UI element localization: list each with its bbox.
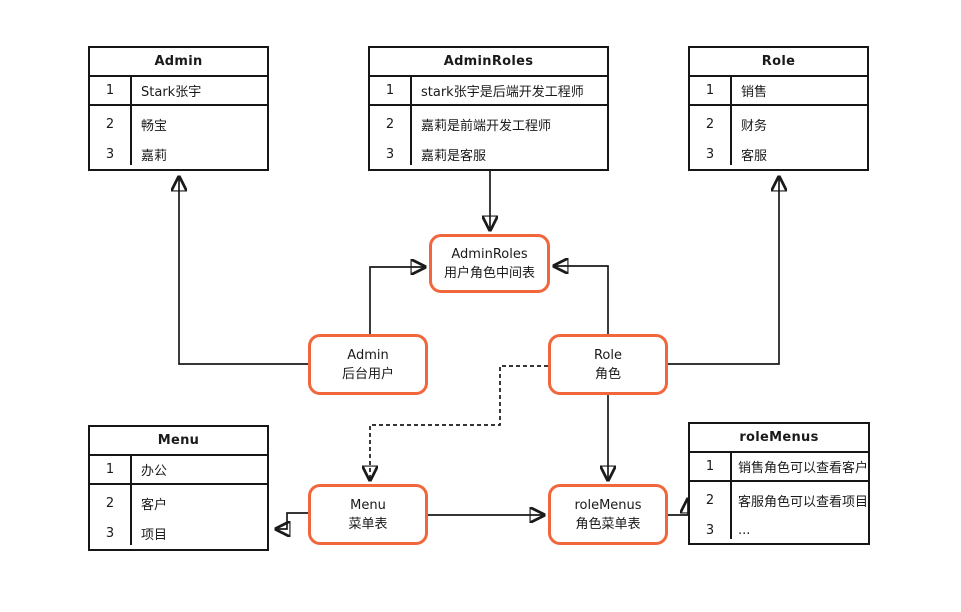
entity-table-admin[interactable]: Admin 1 Stark张宇 2 畅宝 3 嘉莉 (88, 46, 269, 171)
entity-table-rolemenus[interactable]: roleMenus 1 销售角色可以查看客户 2 客服角色可以查看项目 3 ..… (688, 422, 870, 545)
row-value: 嘉莉是前端开发工程师 (421, 118, 552, 134)
table-row: 2 财务 (690, 109, 867, 139)
entity-name: Admin (347, 347, 389, 363)
row-index: 3 (385, 146, 395, 162)
table-title: Admin (90, 48, 267, 77)
table-row: 1 stark张宇是后端开发工程师 (370, 77, 607, 106)
row-value: 嘉莉 (141, 148, 168, 164)
entity-name: Role (593, 347, 622, 363)
entity-table-role[interactable]: Role 1 销售 2 财务 3 客服 (688, 46, 869, 171)
entity-node-rolemenus[interactable]: roleMenus 角色菜单表 (548, 484, 668, 545)
entity-label: 角色菜单表 (575, 516, 641, 532)
row-value: 客服 (741, 148, 768, 164)
row-index: 2 (385, 116, 395, 132)
entity-label: 角色 (594, 366, 621, 382)
row-value: 客服角色可以查看项目 (738, 494, 869, 510)
row-index: 1 (705, 459, 715, 474)
table-row: 1 Stark张宇 (90, 77, 267, 106)
row-index: 3 (105, 146, 115, 162)
entity-name: AdminRoles (451, 246, 528, 262)
connector-admin-node-to-admin-table (179, 178, 308, 365)
connector-role-node-to-role-table (668, 178, 779, 365)
row-index: 2 (705, 492, 715, 508)
row-value: 嘉莉是客服 (421, 148, 487, 164)
row-index: 2 (105, 116, 115, 132)
table-row: 1 销售 (690, 77, 867, 106)
row-index: 3 (705, 522, 715, 538)
table-row: 3 项目 (90, 518, 267, 548)
column-divider (730, 453, 732, 539)
row-value: Stark张宇 (141, 85, 202, 100)
row-value: 财务 (741, 118, 768, 134)
table-row: 3 嘉莉是客服 (370, 139, 607, 169)
table-row: 3 ... (690, 515, 868, 545)
entity-table-menu[interactable]: Menu 1 办公 2 客户 3 项目 (88, 425, 269, 551)
row-index: 3 (705, 146, 715, 162)
row-value: 畅宝 (141, 118, 168, 134)
table-row: 3 嘉莉 (90, 139, 267, 169)
entity-name: Menu (350, 497, 386, 513)
row-index: 2 (105, 495, 115, 511)
connector-menu-node-to-menu-table (277, 512, 308, 529)
entity-node-menu[interactable]: Menu 菜单表 (308, 484, 428, 545)
row-index: 1 (705, 83, 715, 98)
table-row: 1 办公 (90, 456, 267, 485)
row-value: 销售 (741, 85, 768, 100)
row-value: 客户 (141, 497, 168, 513)
connector-role-node-to-adminroles-node (555, 266, 609, 334)
row-value: 项目 (141, 527, 168, 543)
row-value: 办公 (141, 464, 168, 479)
entity-label: 后台用户 (341, 366, 394, 382)
column-divider (410, 77, 412, 165)
row-index: 3 (105, 525, 115, 541)
column-divider (130, 456, 132, 545)
entity-label: 菜单表 (348, 516, 388, 532)
row-value: ... (738, 522, 751, 538)
table-row: 2 畅宝 (90, 109, 267, 139)
table-title: Menu (90, 427, 267, 456)
table-row: 2 客户 (90, 488, 267, 518)
entity-node-admin[interactable]: Admin 后台用户 (308, 334, 428, 395)
row-value: 销售角色可以查看客户 (738, 461, 869, 476)
row-index: 1 (105, 83, 115, 98)
row-index: 1 (385, 83, 395, 98)
table-title: roleMenus (690, 424, 868, 453)
connector-rolemenus-node-to-rolemenus-table (668, 500, 688, 516)
connector-admin-node-to-adminroles-node (369, 267, 424, 334)
column-divider (130, 77, 132, 165)
table-title: Role (690, 48, 867, 77)
row-index: 1 (105, 462, 115, 477)
table-row: 2 客服角色可以查看项目 (690, 485, 868, 515)
row-index: 2 (705, 116, 715, 132)
row-value: stark张宇是后端开发工程师 (421, 85, 584, 100)
table-title: AdminRoles (370, 48, 607, 77)
entity-name: roleMenus (574, 497, 642, 513)
entity-table-adminroles[interactable]: AdminRoles 1 stark张宇是后端开发工程师 2 嘉莉是前端开发工程… (368, 46, 609, 171)
table-row: 3 客服 (690, 139, 867, 169)
entity-label: 用户角色中间表 (443, 265, 535, 281)
table-row: 2 嘉莉是前端开发工程师 (370, 109, 607, 139)
entity-node-role[interactable]: Role 角色 (548, 334, 668, 395)
entity-node-adminroles[interactable]: AdminRoles 用户角色中间表 (429, 234, 550, 293)
column-divider (730, 77, 732, 165)
table-row: 1 销售角色可以查看客户 (690, 453, 868, 482)
